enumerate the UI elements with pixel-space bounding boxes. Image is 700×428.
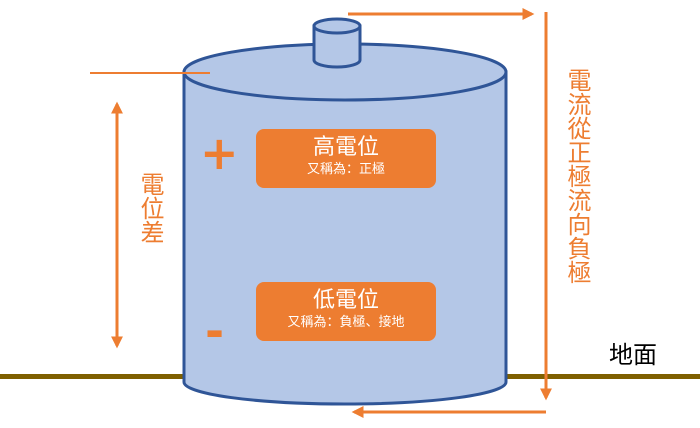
- battery-body: [182, 70, 508, 406]
- plus-sign: +: [200, 126, 239, 180]
- low-potential-title: 低電位: [312, 288, 379, 313]
- ground-label: 地面: [609, 341, 657, 369]
- battery-cylinder: [182, 17, 508, 406]
- high-potential-label: 高電位 又稱為：正極: [256, 129, 436, 188]
- high-potential-title: 高電位: [312, 135, 379, 160]
- battery-terminal: [312, 17, 362, 69]
- potential-difference-label: 電位差: [136, 172, 164, 244]
- current-flow-arrows: [348, 8, 552, 418]
- low-potential-label: 低電位 又稱為：負極、接地: [256, 282, 436, 341]
- current-flow-label: 電流從正極流向負極: [563, 68, 591, 284]
- low-potential-subtitle: 又稱為：負極、接地: [287, 315, 405, 330]
- minus-sign: -: [205, 304, 225, 358]
- high-potential-subtitle: 又稱為：正極: [306, 162, 385, 177]
